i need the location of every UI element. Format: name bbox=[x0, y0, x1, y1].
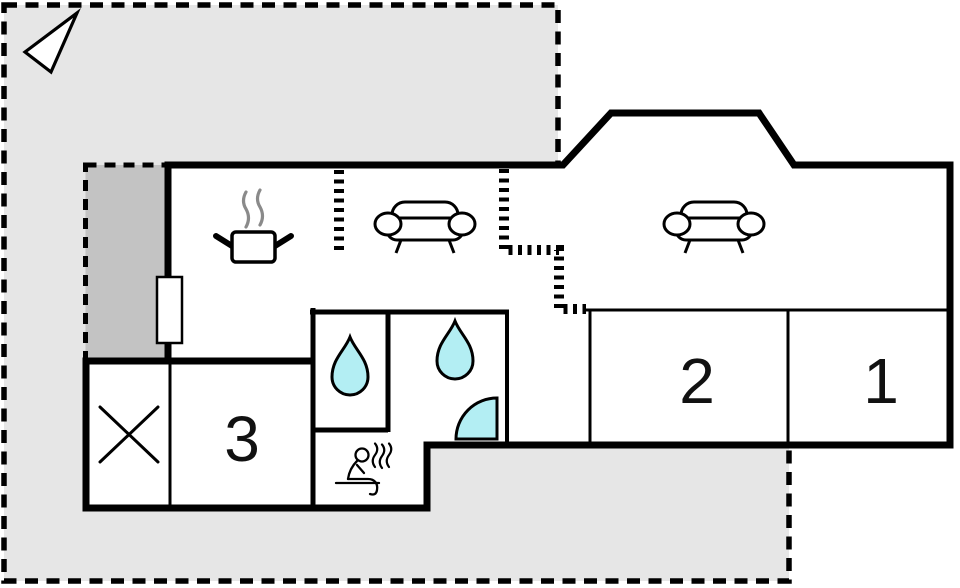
dashed-partitions bbox=[334, 169, 586, 314]
sauna-person-head bbox=[354, 447, 370, 463]
covered-terrace-area bbox=[83, 162, 171, 364]
sauna-person-leg bbox=[346, 477, 379, 496]
cooking-pot-icon bbox=[213, 188, 294, 264]
interior-walls bbox=[83, 308, 950, 508]
sauna-person-arm bbox=[355, 463, 366, 475]
pot-steam-right bbox=[255, 188, 265, 227]
window-marker bbox=[155, 275, 184, 345]
shower-quarter-circle-icon bbox=[454, 396, 499, 441]
north-arrow-icon bbox=[22, 8, 81, 75]
room-label-3: 3 bbox=[224, 403, 260, 475]
partition-hall-stepped bbox=[499, 169, 586, 314]
sauna-person-icon bbox=[334, 442, 393, 496]
sauna-person-back bbox=[346, 459, 359, 481]
pot-body bbox=[230, 230, 277, 264]
pot-handle-right bbox=[272, 233, 294, 249]
pot-handle-left bbox=[213, 233, 235, 249]
sauna-steam bbox=[371, 442, 393, 470]
room-label-1: 1 bbox=[863, 345, 899, 417]
room-label-2: 2 bbox=[679, 345, 715, 417]
pot-steam-left bbox=[241, 190, 251, 229]
storage-cross-icon bbox=[98, 405, 160, 464]
